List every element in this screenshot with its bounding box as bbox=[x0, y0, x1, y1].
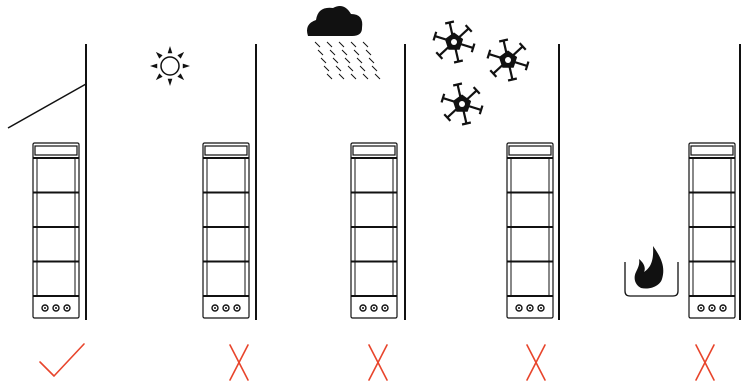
battery-unit-5 bbox=[688, 142, 736, 319]
battery-led bbox=[697, 304, 705, 312]
flame-icon bbox=[624, 246, 679, 297]
battery-led bbox=[719, 304, 727, 312]
battery-led bbox=[537, 304, 545, 312]
roof-icon bbox=[7, 83, 87, 129]
battery-led bbox=[370, 304, 378, 312]
rain-cloud-icon bbox=[307, 6, 381, 80]
battery-led bbox=[515, 304, 523, 312]
sun-icon bbox=[150, 46, 190, 86]
snowflake-2 bbox=[486, 38, 530, 82]
battery-led bbox=[381, 304, 389, 312]
condition-icons bbox=[7, 6, 679, 297]
cross-mark bbox=[368, 344, 388, 381]
battery-led bbox=[41, 304, 49, 312]
battery-led bbox=[708, 304, 716, 312]
snowflake-icon bbox=[432, 20, 530, 126]
verdict-marks bbox=[39, 343, 715, 381]
battery-unit-3 bbox=[350, 142, 398, 319]
batteries bbox=[32, 142, 736, 319]
walls bbox=[85, 44, 741, 320]
battery-led bbox=[52, 304, 60, 312]
battery-unit-2 bbox=[202, 142, 250, 319]
battery-led bbox=[211, 304, 219, 312]
battery-led bbox=[222, 304, 230, 312]
battery-led bbox=[526, 304, 534, 312]
snowflake-3 bbox=[440, 82, 484, 126]
battery-led bbox=[233, 304, 241, 312]
cross-mark bbox=[695, 344, 715, 381]
cross-mark bbox=[526, 344, 546, 381]
battery-led bbox=[63, 304, 71, 312]
fire-tray bbox=[624, 262, 679, 297]
battery-unit-1 bbox=[32, 142, 80, 319]
battery-unit-4 bbox=[506, 142, 554, 319]
battery-led bbox=[359, 304, 367, 312]
flame-shape bbox=[634, 246, 664, 289]
snowflake-1 bbox=[432, 20, 476, 64]
cloud-shape bbox=[307, 6, 363, 36]
check-mark bbox=[39, 343, 85, 377]
cross-mark bbox=[229, 344, 249, 381]
